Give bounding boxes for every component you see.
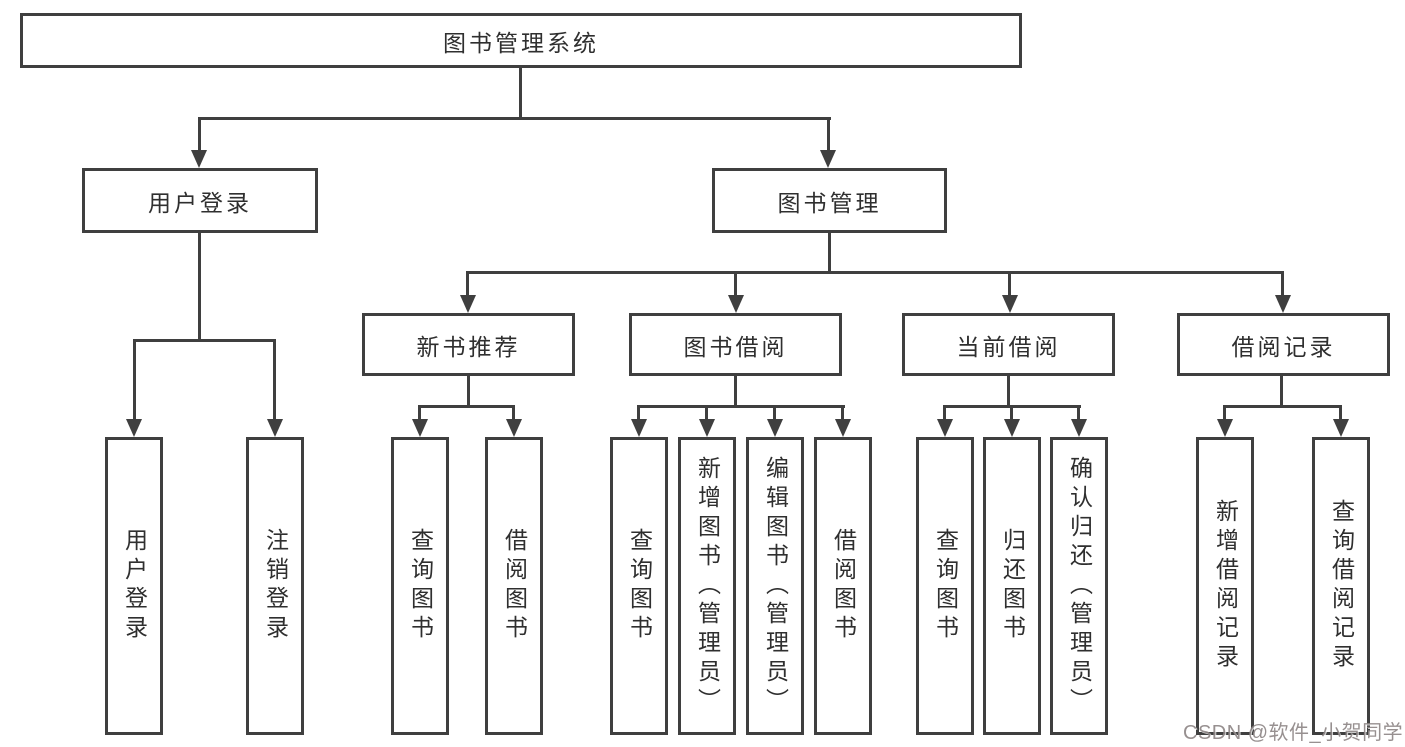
connector-stem [705, 405, 708, 421]
connector-root-trunk [519, 68, 522, 119]
connector-stem [198, 117, 201, 152]
arrowhead-down-icon [699, 419, 715, 437]
connector-stem [1077, 405, 1080, 421]
csdn-watermark: CSDN @软件_小贺同学 [1183, 722, 1404, 744]
leaf-label: 查询图书 [932, 528, 959, 644]
arrowhead-down-icon [728, 295, 744, 313]
connector-stem [1280, 374, 1283, 407]
connector-stem [1008, 271, 1011, 297]
arrowhead-down-icon [767, 419, 783, 437]
leaf-borrow-books: 借阅图书 [814, 437, 872, 735]
leaf-add-borrow-record: 新增借阅记录 [1196, 437, 1254, 735]
arrowhead-down-icon [191, 150, 207, 168]
arrowhead-down-icon [1071, 419, 1087, 437]
leaf-query-books-current: 查询图书 [916, 437, 974, 735]
leaf-query-books-borrow: 查询图书 [610, 437, 668, 735]
node-new-book-recommend: 新书推荐 [362, 313, 575, 376]
node-root-library-system: 图书管理系统 [20, 13, 1022, 68]
connector-stem [133, 339, 136, 421]
node-book-management: 图书管理 [712, 168, 947, 233]
arrowhead-down-icon [412, 419, 428, 437]
arrowhead-down-icon [267, 419, 283, 437]
connector-stem [1339, 405, 1342, 421]
leaf-label: 借阅图书 [830, 528, 857, 644]
connector-stem [273, 339, 276, 421]
connector-book-mgmt-stem [828, 231, 831, 273]
leaf-label: 用户登录 [121, 528, 148, 644]
connector-stem [841, 405, 844, 421]
node-book-borrow: 图书借阅 [629, 313, 842, 376]
leaf-logout: 注销登录 [246, 437, 304, 735]
arrowhead-down-icon [835, 419, 851, 437]
connector-level3-bar [466, 271, 1284, 274]
arrowhead-down-icon [126, 419, 142, 437]
arrowhead-down-icon [506, 419, 522, 437]
connector-bar [1223, 405, 1342, 408]
leaf-label: 注销登录 [262, 528, 289, 644]
arrowhead-down-icon [1333, 419, 1349, 437]
connector-stem [512, 405, 515, 421]
connector-stem [943, 405, 946, 421]
connector-bar [418, 405, 515, 408]
connector-stem [734, 374, 737, 407]
connector-stem [1007, 374, 1010, 407]
leaf-label: 归还图书 [999, 528, 1026, 644]
leaf-user-login: 用户登录 [105, 437, 163, 735]
leaf-label: 新增借阅记录 [1212, 499, 1239, 673]
node-borrow-records: 借阅记录 [1177, 313, 1390, 376]
arrowhead-down-icon [1275, 295, 1291, 313]
leaf-label: 查询图书 [407, 528, 434, 644]
node-user-login: 用户登录 [82, 168, 318, 233]
arrowhead-down-icon [937, 419, 953, 437]
arrowhead-down-icon [460, 295, 476, 313]
connector-level2-bar [198, 117, 831, 120]
leaf-label: 确认归还（管理员） [1066, 455, 1093, 717]
connector-user-login-bar [133, 339, 276, 342]
connector-user-login-stem [198, 231, 201, 341]
node-current-borrow: 当前借阅 [902, 313, 1115, 376]
arrowhead-down-icon [1002, 295, 1018, 313]
arrowhead-down-icon [1004, 419, 1020, 437]
leaf-edit-books-admin: 编辑图书（管理员） [746, 437, 804, 735]
leaf-return-books: 归还图书 [983, 437, 1041, 735]
leaf-query-borrow-record: 查询借阅记录 [1312, 437, 1370, 735]
arrowhead-down-icon [1217, 419, 1233, 437]
connector-stem [466, 271, 469, 297]
connector-stem [1010, 405, 1013, 421]
arrowhead-down-icon [820, 150, 836, 168]
leaf-label: 借阅图书 [501, 528, 528, 644]
connector-stem [1223, 405, 1226, 421]
leaf-label: 查询借阅记录 [1328, 499, 1355, 673]
leaf-confirm-return-admin: 确认归还（管理员） [1050, 437, 1108, 735]
leaf-add-books-admin: 新增图书（管理员） [678, 437, 736, 735]
connector-stem [418, 405, 421, 421]
arrowhead-down-icon [631, 419, 647, 437]
connector-bar [637, 405, 845, 408]
connector-stem [1281, 271, 1284, 297]
connector-stem [467, 374, 470, 407]
leaf-label: 查询图书 [626, 528, 653, 644]
connector-stem [734, 271, 737, 297]
connector-stem [637, 405, 640, 421]
leaf-borrow-books-recommend: 借阅图书 [485, 437, 543, 735]
leaf-label: 新增图书（管理员） [694, 455, 721, 717]
leaf-label: 编辑图书（管理员） [762, 455, 789, 717]
leaf-query-books-recommend: 查询图书 [391, 437, 449, 735]
connector-stem [827, 117, 830, 152]
connector-stem [773, 405, 776, 421]
